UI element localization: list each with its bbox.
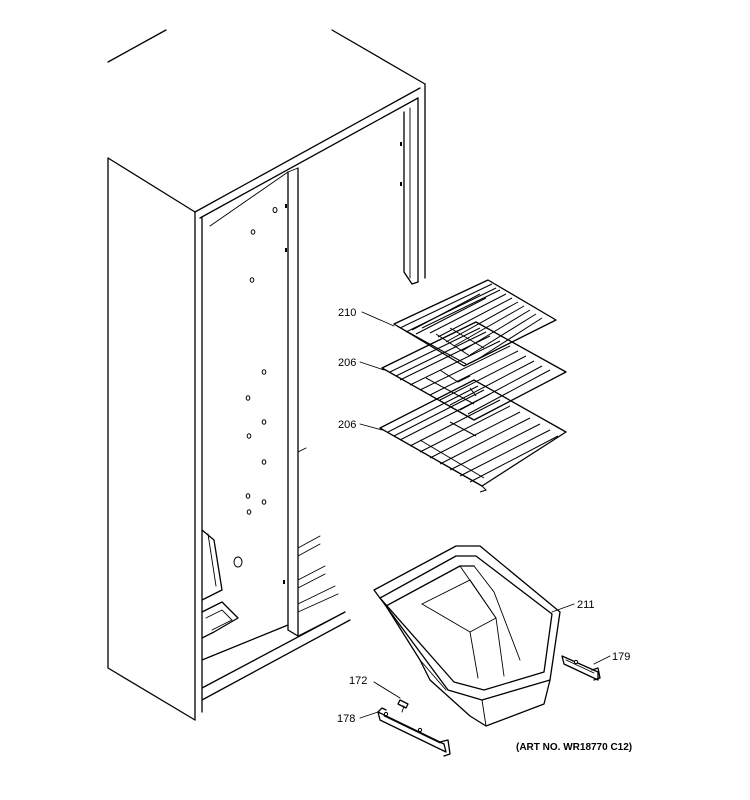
callout-206-bottom: 206 — [338, 419, 356, 431]
art-number: (ART NO. WR18770 C12) — [516, 742, 632, 753]
bracket-right — [561, 655, 601, 681]
bracket-left — [377, 707, 451, 757]
callout-179: 179 — [612, 651, 630, 663]
wire-shelf-middle — [381, 321, 567, 421]
freezer-cabinet — [107, 29, 426, 721]
callout-178: 178 — [337, 713, 355, 725]
wire-shelf-bottom — [379, 379, 567, 493]
wire-shelf-top — [393, 279, 557, 367]
callout-206-middle: 206 — [338, 357, 356, 369]
leader-lines — [359, 311, 611, 719]
callout-211: 211 — [577, 599, 595, 611]
ice-bin — [373, 545, 561, 727]
callout-210: 210 — [338, 307, 356, 319]
screw — [397, 699, 409, 713]
callout-172: 172 — [349, 675, 367, 687]
